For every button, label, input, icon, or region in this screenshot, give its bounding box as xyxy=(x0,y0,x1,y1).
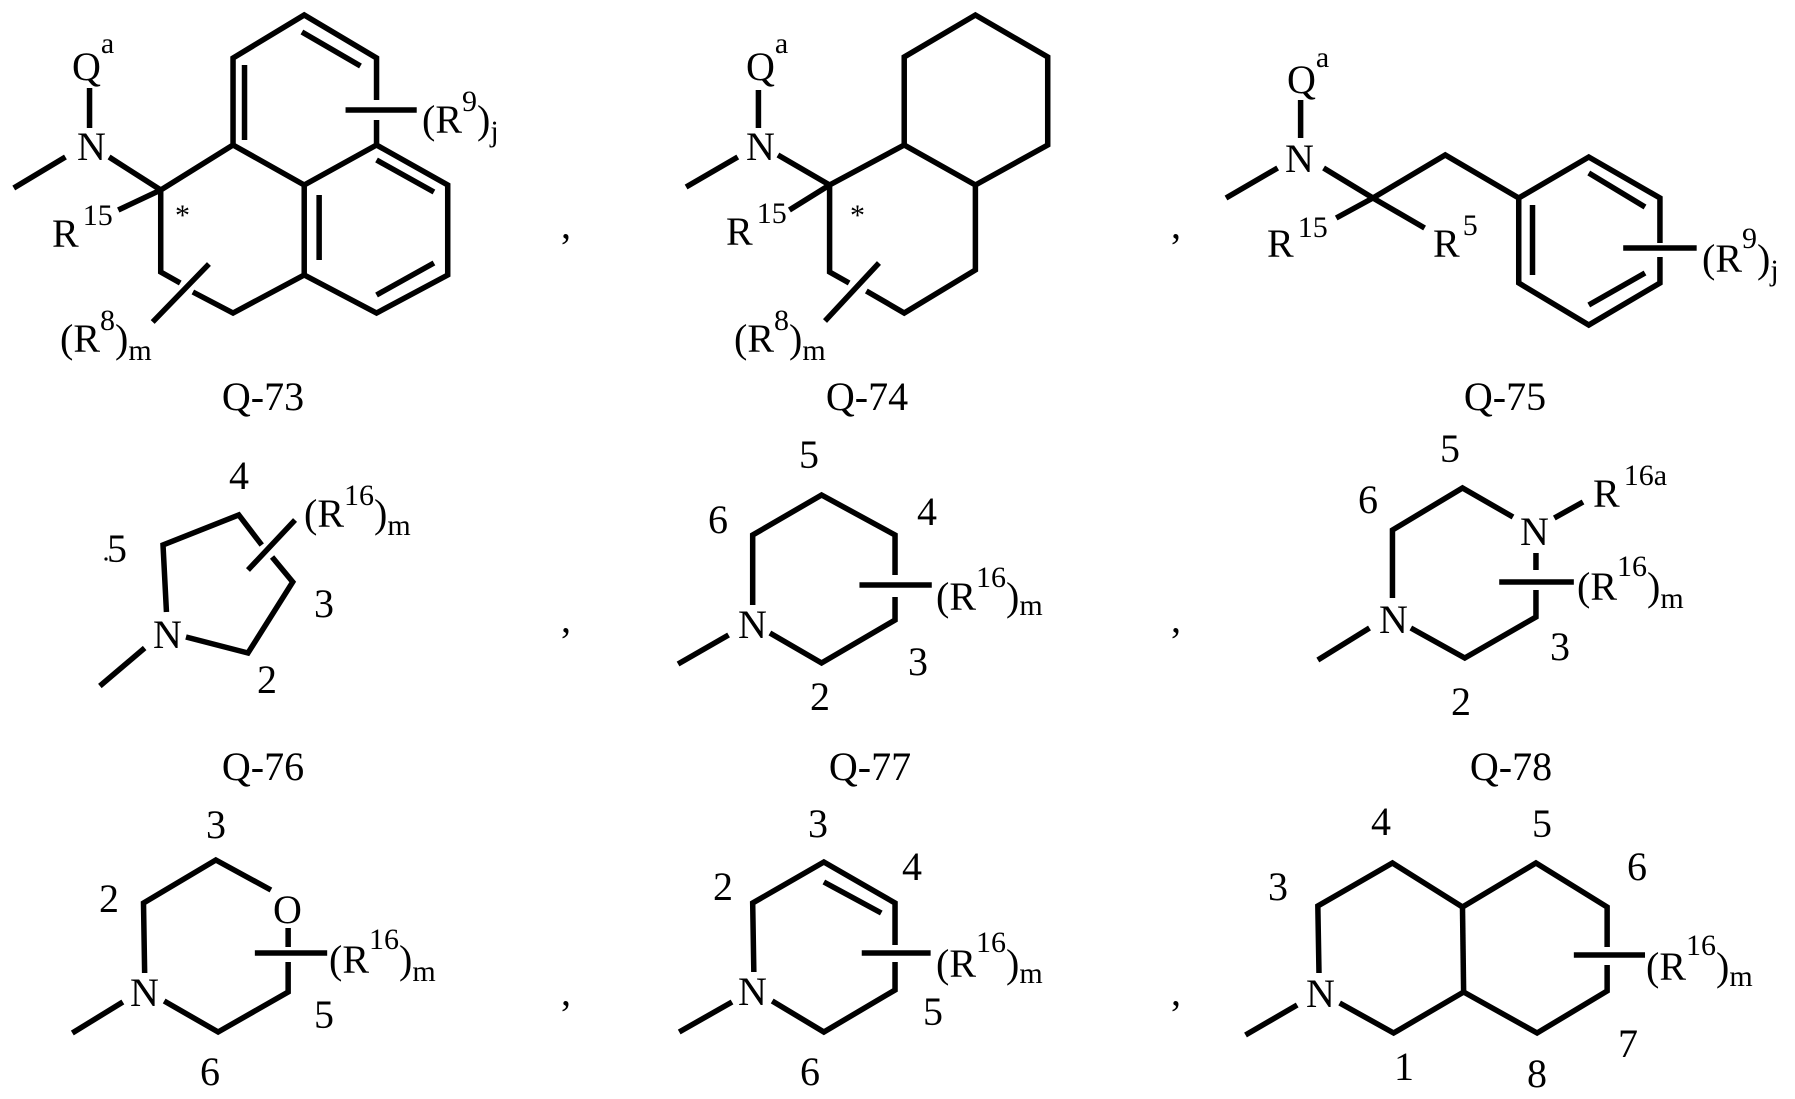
r16-label: (R16)m xyxy=(936,561,1043,622)
position-5: 5 xyxy=(1440,426,1460,471)
position-4: 4 xyxy=(229,453,249,498)
position-5: 5 xyxy=(923,989,943,1034)
r9-label: (R9)j xyxy=(1702,222,1779,287)
structure-morpholine: N O 2 3 5 6 (R16)m , xyxy=(99,802,571,1094)
separator-comma: , xyxy=(1171,969,1181,1014)
position-6: 6 xyxy=(1358,477,1378,522)
position-3: 3 xyxy=(314,581,334,626)
nitrogen-atom: N xyxy=(738,969,767,1014)
compound-label: Q-73 xyxy=(222,374,304,419)
r16-label: (R16)m xyxy=(329,923,436,988)
separator-comma: , xyxy=(1171,202,1181,247)
structure-tetrahydropyridine: N 2 3 4 5 6 (R16)m , xyxy=(713,801,1181,1094)
r5-label: R5 xyxy=(1433,209,1478,266)
nitrogen-atom: N xyxy=(1306,971,1335,1016)
position-3: 3 xyxy=(1550,624,1570,669)
r16a-label: R16a xyxy=(1593,459,1667,516)
position-6: 6 xyxy=(800,1049,820,1094)
position-5: 5 xyxy=(799,432,819,477)
bonds-column-2 xyxy=(678,15,1048,1032)
compound-label: Q-74 xyxy=(826,374,908,419)
r16-label: (R16)m xyxy=(1646,929,1753,993)
structure-q75: Qa N R15 R5 (R9)j Q-75 xyxy=(1267,41,1779,419)
r16-label: (R16)m xyxy=(304,479,411,542)
r16-label: (R16)m xyxy=(936,926,1043,990)
nitrogen-atom: N xyxy=(738,602,767,647)
q75-bonds xyxy=(1226,100,1697,325)
separator-comma: , xyxy=(561,202,571,247)
position-3: 3 xyxy=(808,801,828,846)
separator-comma: , xyxy=(561,596,571,641)
structure-isoquinoline: N 3 4 5 6 7 1 8 (R16)m xyxy=(1268,799,1753,1096)
position-8: 8 xyxy=(1527,1051,1547,1096)
r15-label: R15 xyxy=(726,197,787,254)
compound-label: Q-75 xyxy=(1464,374,1546,419)
r15-label: R15 xyxy=(52,199,113,256)
nitrogen-atom-1: N xyxy=(1379,597,1408,642)
position-2: 2 xyxy=(257,657,277,702)
q74-bonds xyxy=(686,15,1048,321)
position-5: 5 xyxy=(1532,801,1552,846)
position-3: 3 xyxy=(908,639,928,684)
qa-label: Qa xyxy=(72,27,114,89)
nitrogen-atom: N xyxy=(746,124,775,169)
compound-label: Q-78 xyxy=(1470,744,1552,789)
separator-comma: , xyxy=(1171,596,1181,641)
position-5: 5 xyxy=(314,992,334,1037)
position-4: 4 xyxy=(902,844,922,889)
position-4: 4 xyxy=(917,489,937,534)
r8-label: (R8)m xyxy=(734,304,826,367)
position-2: 2 xyxy=(99,876,119,921)
nitrogen-atom: N xyxy=(1285,136,1314,181)
position-3: 3 xyxy=(206,802,226,847)
nitrogen-atom: N xyxy=(77,124,106,169)
position-6: 6 xyxy=(1627,844,1647,889)
stereocenter-asterisk: * xyxy=(175,199,190,232)
position-2: 2 xyxy=(713,864,733,909)
position-4: 4 xyxy=(1371,799,1391,844)
qa-label: Qa xyxy=(746,27,788,89)
compound-label: Q-76 xyxy=(222,744,304,789)
separator-comma: , xyxy=(561,969,571,1014)
position-1: 1 xyxy=(1394,1044,1414,1089)
position-3: 3 xyxy=(1268,864,1288,909)
r8-label: (R8)m xyxy=(60,304,152,367)
stereocenter-asterisk: * xyxy=(850,199,865,232)
position-2: 2 xyxy=(1451,679,1471,724)
compound-label: Q-77 xyxy=(829,744,911,789)
oxygen-atom: O xyxy=(273,887,302,932)
r15-label: R15 xyxy=(1267,211,1328,266)
nitrogen-atom: N xyxy=(153,612,182,657)
position-6: 6 xyxy=(200,1049,220,1094)
structure-q74: Qa N R15 * (R8)m Q-74 , xyxy=(726,27,1181,419)
position-2: 2 xyxy=(810,674,830,719)
position-7: 7 xyxy=(1618,1021,1638,1066)
position-6: 6 xyxy=(708,497,728,542)
qa-label: Qa xyxy=(1287,41,1329,102)
position-5: 5 xyxy=(107,526,127,571)
r9-label: (R9)j xyxy=(422,85,499,148)
r16-label: (R16)m xyxy=(1577,550,1684,615)
nitrogen-atom-4: N xyxy=(1520,509,1549,554)
structure-q76: N 4 5 3 2 (R16)m Q-76 , xyxy=(104,453,571,789)
structure-q73: Qa N R15 * (R8)m (R9)j Q-73 , xyxy=(52,27,571,419)
nitrogen-atom: N xyxy=(130,970,159,1015)
structure-q77: N 6 5 4 3 2 (R16)m Q-77 , xyxy=(708,432,1181,789)
structure-q78: N N R16a 6 5 3 2 (R16)m Q-78 xyxy=(1358,426,1684,789)
